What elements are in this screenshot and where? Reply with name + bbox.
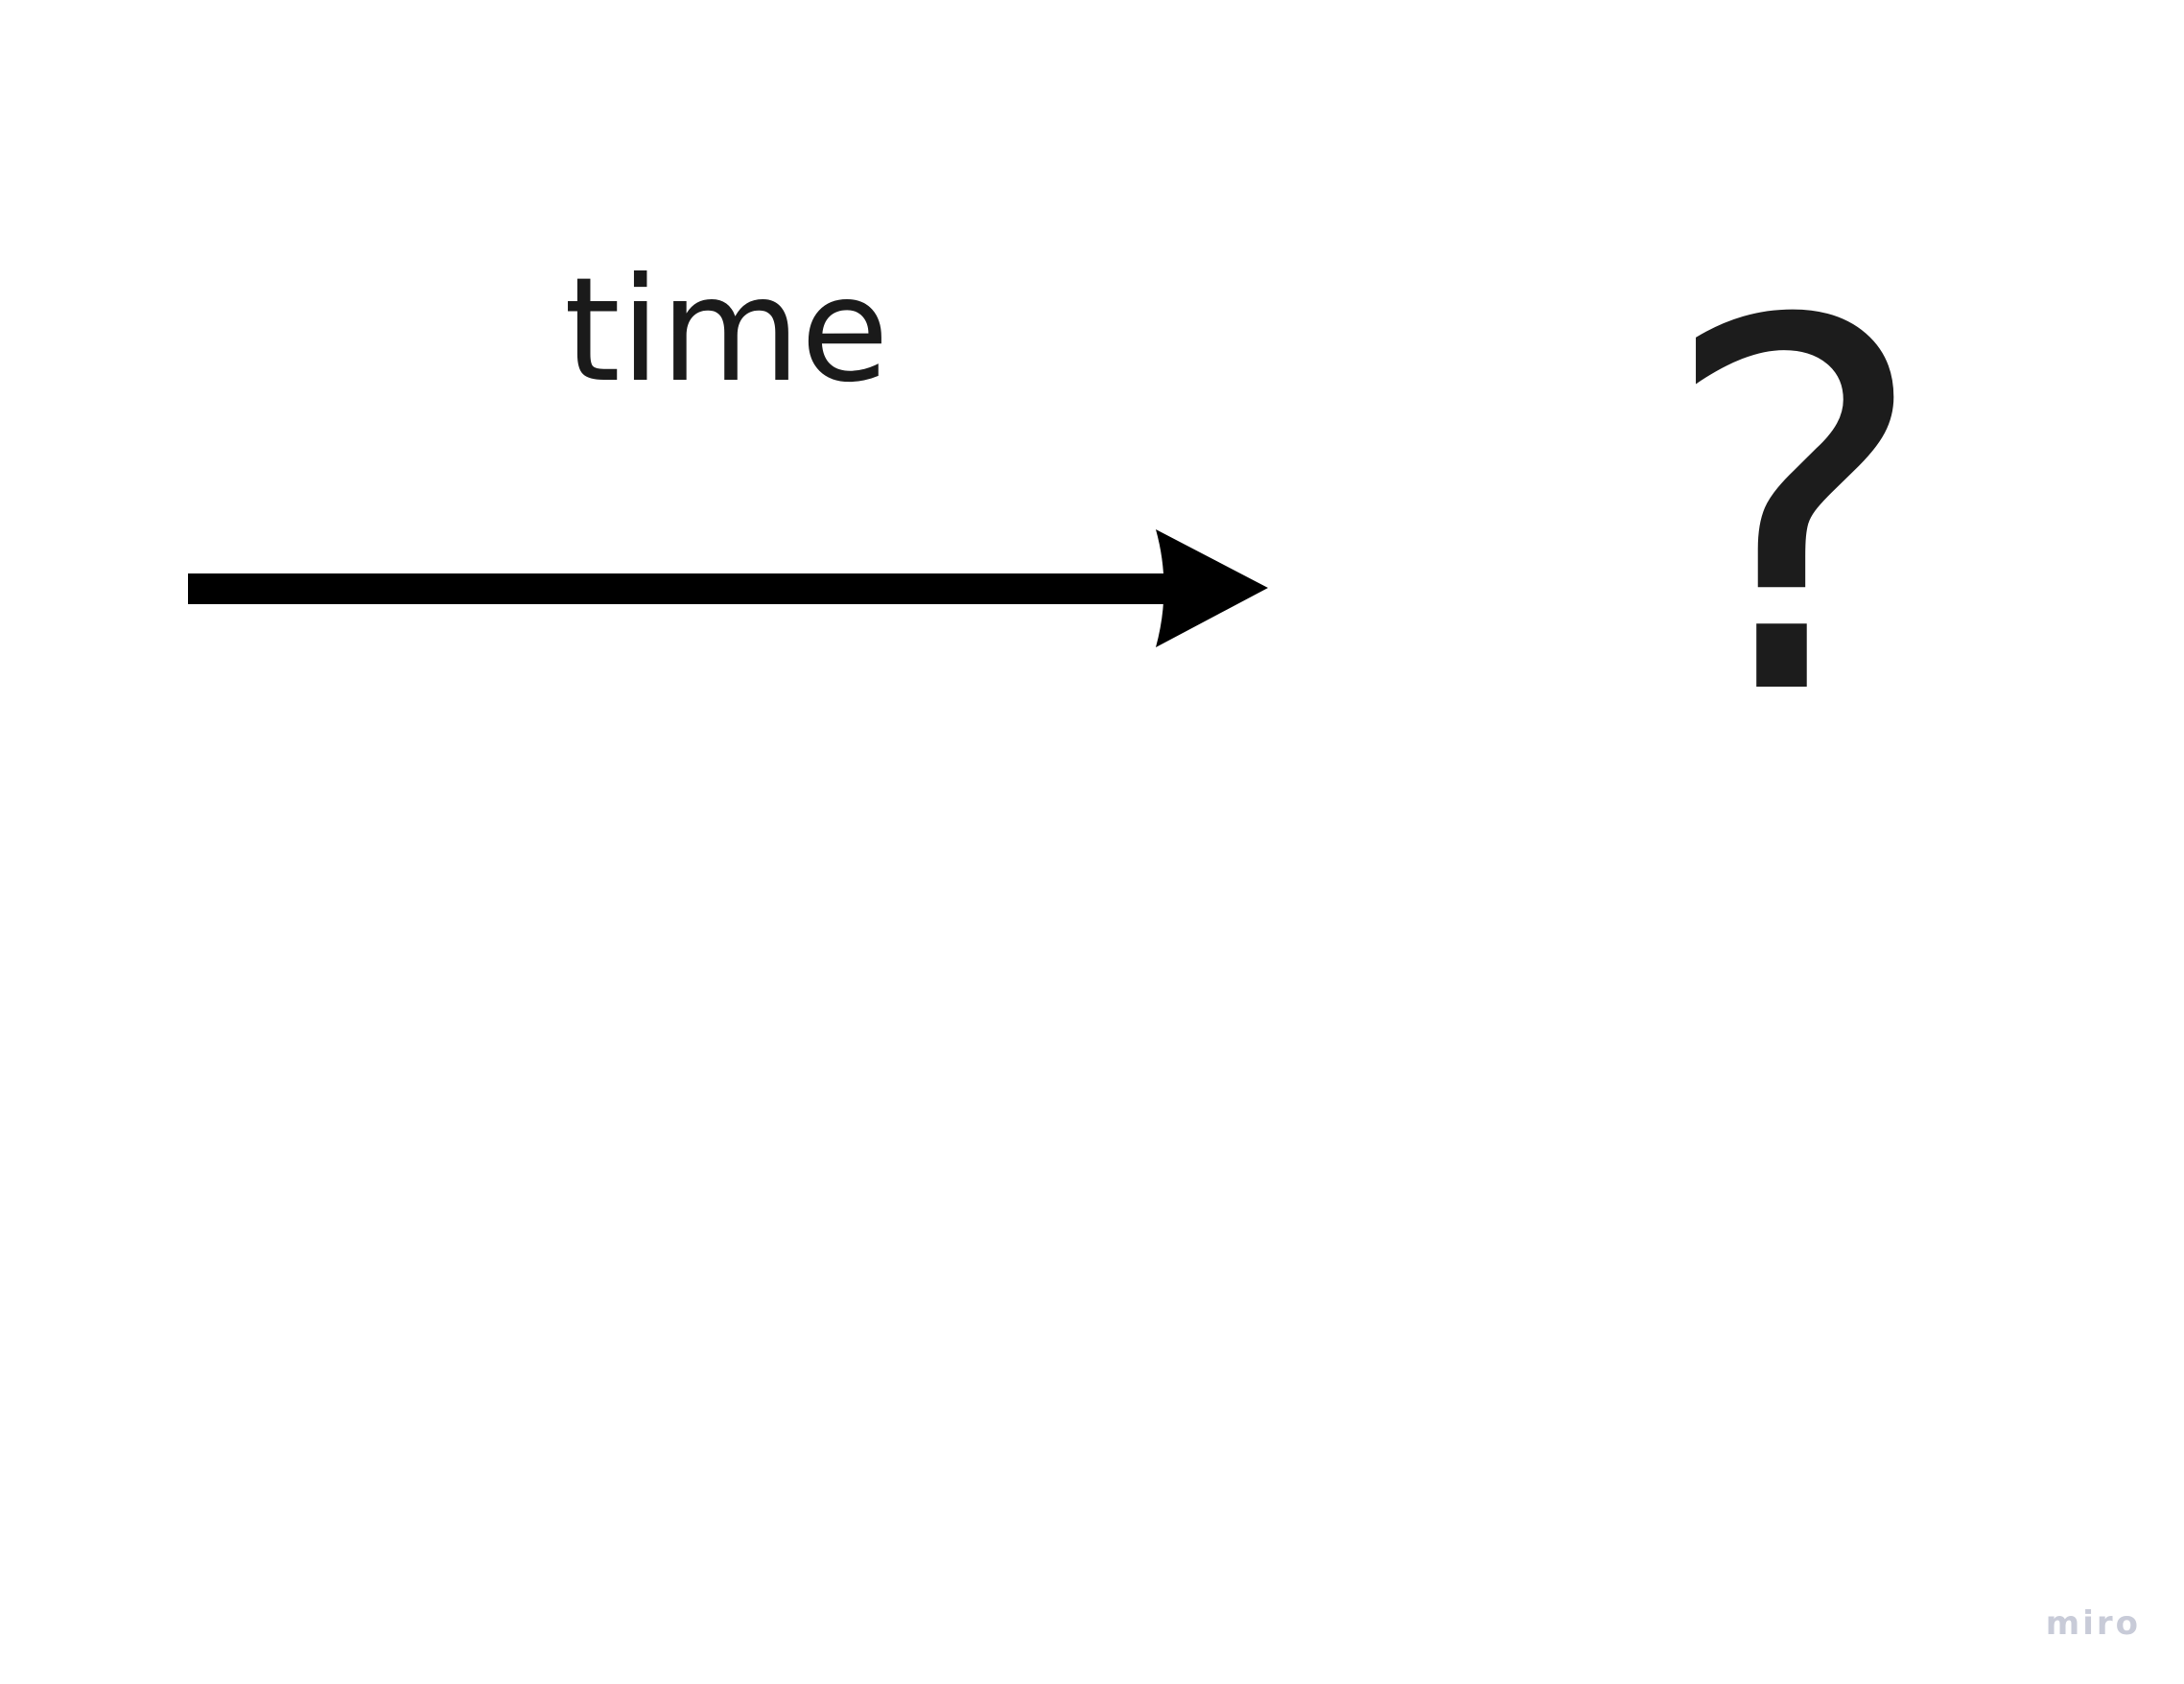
arrow-shaft [188, 573, 1172, 604]
arrow-head [1156, 529, 1268, 647]
question-mark: ? [1659, 215, 1930, 807]
miro-watermark: miro [2045, 1604, 2141, 1643]
time-label: time [564, 247, 889, 414]
